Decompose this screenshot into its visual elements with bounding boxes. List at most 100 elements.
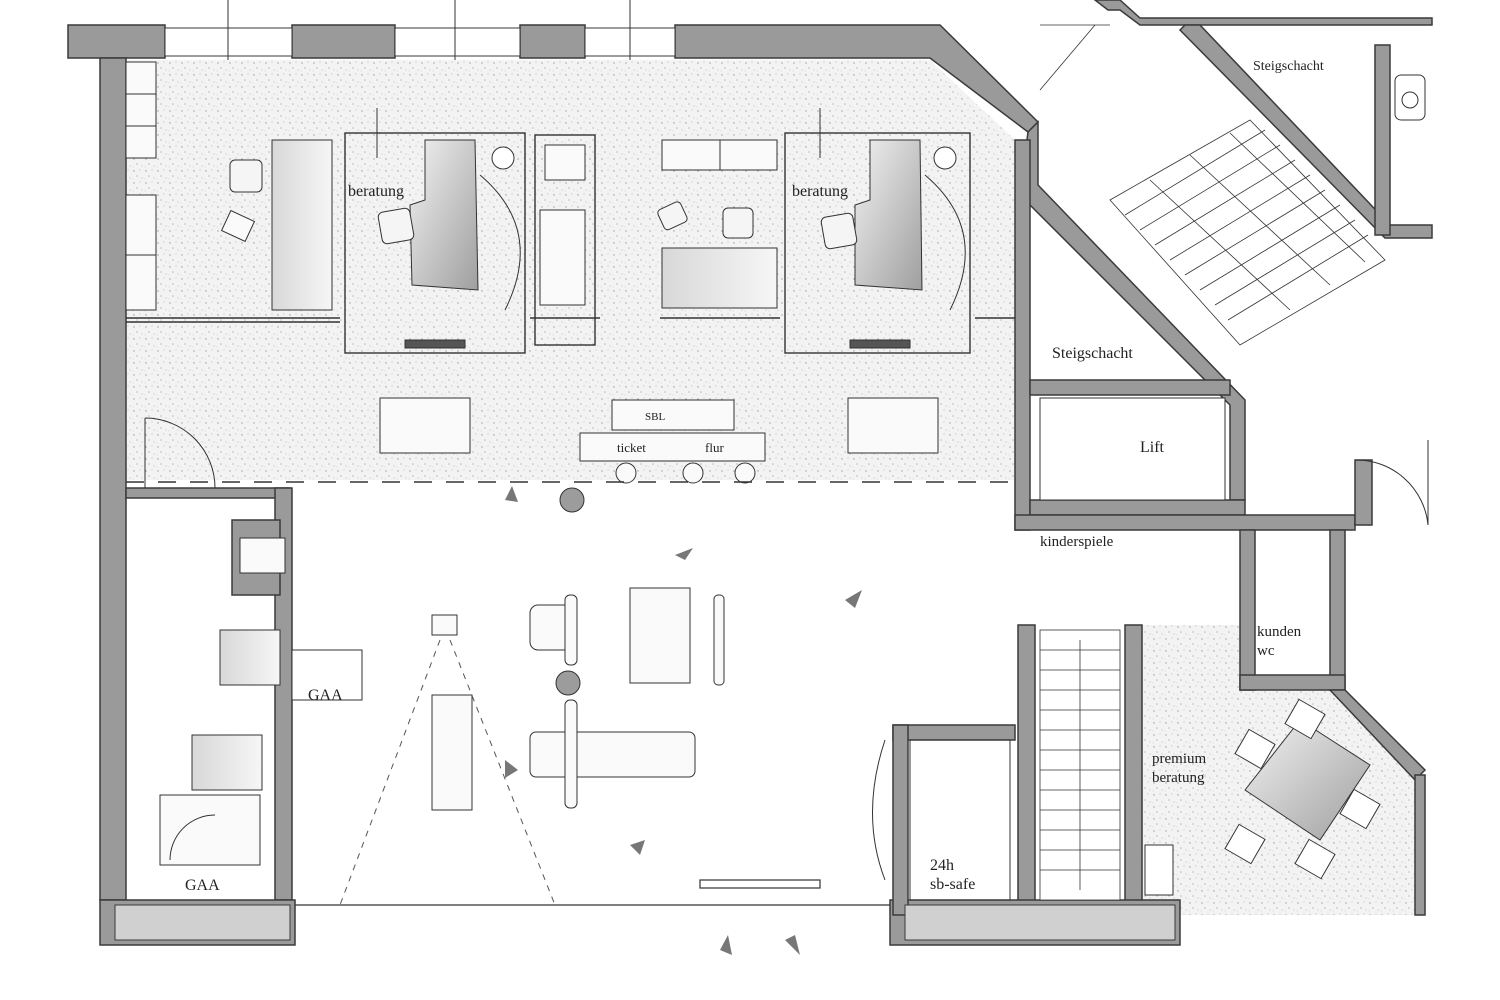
- gaa-wall-1: [125, 487, 291, 499]
- label-counter-top: SBL: [645, 411, 665, 423]
- counter-center-top: [611, 399, 735, 431]
- lounge-table: [629, 587, 691, 684]
- sliding-door-arc-1: [479, 174, 521, 311]
- sideboard-2: [849, 339, 911, 349]
- bench-3: [564, 699, 578, 809]
- top-wall-2: [291, 24, 396, 59]
- top-wall: [67, 24, 166, 59]
- open-desk-middle: [220, 139, 778, 309]
- stool-2: [682, 462, 704, 484]
- label-beratung-1: beratung: [348, 183, 404, 200]
- gaa-vestibule: [291, 649, 363, 701]
- label-counter-right: flur: [705, 440, 724, 455]
- corridor-wall: [1014, 514, 1356, 531]
- windows: [114, 0, 1176, 941]
- shaft-wall: [1029, 379, 1231, 396]
- label-steigschacht-mid: Steigschacht: [1052, 345, 1133, 362]
- desk-1: [409, 139, 479, 291]
- sliding-door-arc-2: [924, 174, 966, 311]
- chair-left-office-2: [220, 209, 256, 243]
- gaa-box-top: [239, 537, 286, 574]
- label-lift: Lift: [1140, 439, 1165, 456]
- stair2-right-wall: [1124, 624, 1143, 916]
- label-safe-1: 24h: [930, 857, 954, 874]
- safe-box: [872, 739, 1011, 901]
- left-wall: [99, 57, 127, 901]
- kunden-wc-bottom: [1239, 674, 1346, 691]
- chair-middle-1: [657, 201, 688, 231]
- stair2-left-wall: [1017, 624, 1036, 916]
- label-safe-2: sb-safe: [930, 876, 975, 893]
- right-door-wall: [1354, 459, 1373, 526]
- safe-wall: [892, 724, 1016, 741]
- label-counter-left: ticket: [617, 440, 646, 455]
- counter-desks: [379, 397, 939, 484]
- gaa-box-2: [191, 734, 263, 791]
- office-partitions: [126, 132, 1015, 354]
- direction-markers: [505, 486, 862, 955]
- wc-top-right: [1394, 74, 1426, 121]
- kunden-wc-wall: [1239, 529, 1256, 691]
- cabinet-left: [271, 139, 333, 311]
- gaa-area: [159, 537, 363, 866]
- staircase-top: [1039, 24, 1386, 346]
- wc-right-wall: [1374, 44, 1391, 236]
- label-kunden-2: wc: [1257, 643, 1275, 659]
- beratung-2-room: [784, 132, 971, 354]
- plant-2: [933, 146, 957, 170]
- label-kinderspiele: kinderspiele: [1040, 534, 1114, 550]
- lift-shaft: [1039, 397, 1226, 501]
- safe-left-wall: [892, 724, 909, 916]
- main-entrance: [295, 879, 890, 906]
- gaa-box-3: [159, 794, 261, 866]
- beratung-1-room: [344, 132, 526, 354]
- chair-left-office: [229, 159, 263, 193]
- beratung-2-furniture: [819, 108, 966, 349]
- counter-right: [847, 397, 939, 454]
- plant-1: [491, 146, 515, 170]
- label-premium-1: premium: [1152, 751, 1206, 767]
- stool-1: [615, 462, 637, 484]
- window-bottom-right: [904, 904, 1176, 941]
- window-2: [394, 27, 521, 57]
- premium-table: [1244, 719, 1371, 841]
- stair-top-wall: [1093, 0, 1433, 26]
- storage-room: [534, 134, 596, 346]
- plant-center-2: [555, 670, 581, 696]
- label-premium-2: beratung: [1152, 770, 1205, 786]
- sofa: [529, 731, 696, 778]
- info-stand-top: [431, 614, 458, 636]
- left-door: [144, 417, 216, 489]
- lift-wall: [1029, 499, 1246, 516]
- bench-1: [564, 594, 578, 666]
- stair-diag-wall: [1178, 24, 1433, 239]
- counter-center: [579, 432, 766, 462]
- staircase-lower: [1039, 629, 1121, 901]
- counter-left: [379, 397, 471, 454]
- top-wall-3: [519, 24, 586, 59]
- walls: [67, 0, 1433, 946]
- label-gaa-1: GAA: [308, 687, 343, 704]
- chair-2: [820, 212, 858, 250]
- window-bottom-left: [114, 904, 291, 941]
- office-right-wall: [1014, 139, 1031, 531]
- desk-2: [854, 139, 923, 291]
- storage-furniture: [539, 144, 586, 306]
- left-shelving: [125, 61, 333, 311]
- kunden-wc-wall-2: [1329, 529, 1346, 691]
- premium-right-wall: [1414, 774, 1426, 916]
- desk-middle: [661, 247, 778, 309]
- premium-furniture: [1144, 698, 1381, 896]
- chair-middle-2: [722, 207, 754, 239]
- info-stand: [431, 694, 473, 811]
- plant-center-1: [559, 487, 585, 513]
- label-beratung-2: beratung: [792, 183, 848, 200]
- premium-diag-wall: [1328, 689, 1427, 782]
- beratung-1-furniture: [376, 108, 521, 349]
- labels: beratung beratung Steigschacht Steigscha…: [185, 59, 1324, 894]
- stool-3: [734, 462, 756, 484]
- label-steigschacht-top: Steigschacht: [1253, 59, 1324, 74]
- gaa-box-1: [219, 629, 281, 686]
- lounge: [431, 487, 725, 811]
